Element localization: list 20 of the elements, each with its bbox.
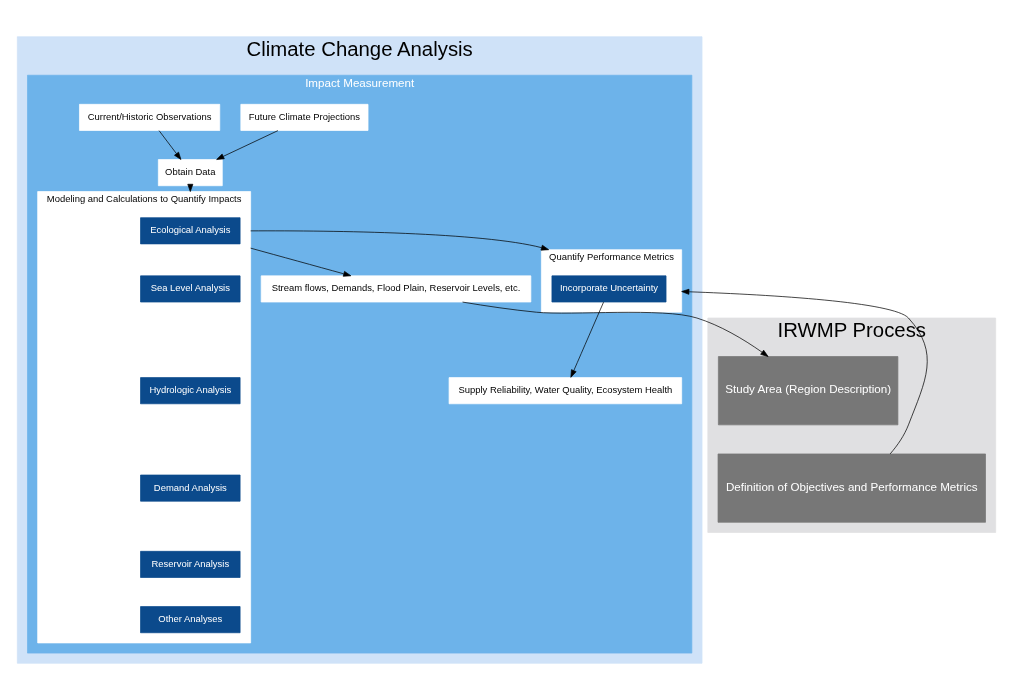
arrow xyxy=(570,301,604,378)
node-box: Supply Reliability, Water Quality, Ecosystem Health xyxy=(448,377,683,405)
arrow xyxy=(250,247,352,277)
arrow xyxy=(250,230,550,251)
arrow xyxy=(462,301,769,357)
node-box: Ecological Analysis xyxy=(140,217,241,245)
node-box: Definition of Objectives and Performance Metrics xyxy=(717,453,986,523)
node-box: Hydrologic Analysis xyxy=(140,377,241,405)
arrow xyxy=(216,130,279,160)
node-box: Sea Level Analysis xyxy=(140,275,241,303)
node-box: Stream flows, Demands, Flood Plain, Reservoir Levels, etc. xyxy=(260,275,532,303)
node-box: Demand Analysis xyxy=(140,474,241,502)
node-box: Other Analyses xyxy=(140,606,241,634)
node-box: Incorporate Uncertainty xyxy=(551,275,667,303)
node-box: Reservoir Analysis xyxy=(140,550,241,578)
node-box: Study Area (Region Description) xyxy=(718,356,899,426)
arrow xyxy=(158,130,182,160)
arrow xyxy=(681,288,928,455)
node-box: Future Climate Projections xyxy=(240,103,369,131)
node-box: Current/Historic Observations xyxy=(79,103,221,131)
